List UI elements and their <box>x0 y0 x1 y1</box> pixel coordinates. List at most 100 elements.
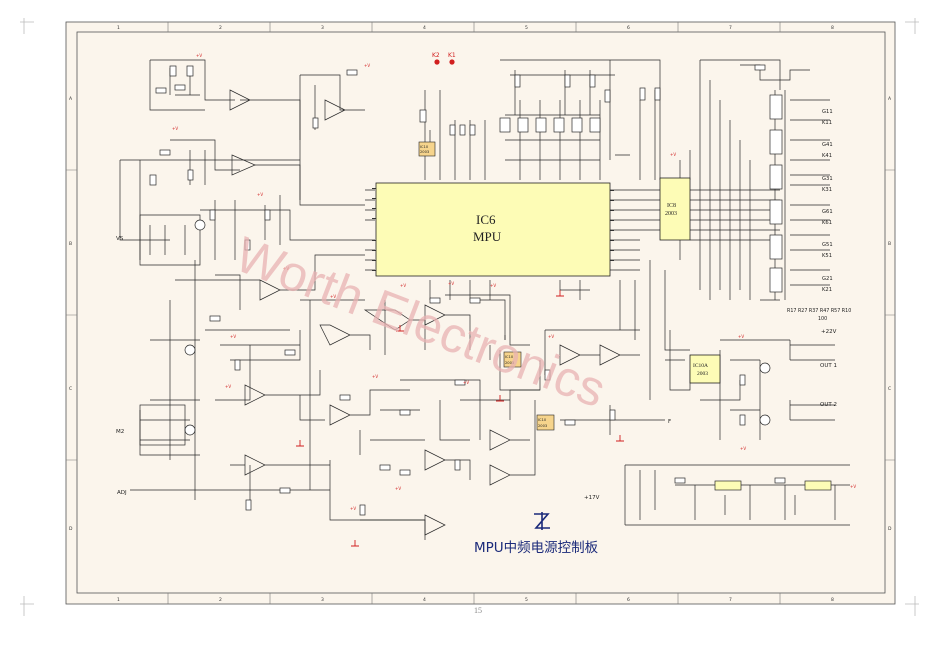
row-label: B <box>69 241 72 247</box>
crop-marks <box>20 18 919 616</box>
col-label: 7 <box>729 597 732 603</box>
ic10-top-label: IC10 <box>420 145 429 149</box>
svg-text:+V: +V <box>330 294 336 299</box>
k1-connector-icon <box>449 59 455 65</box>
ic10a-chip: IC10A 2003 <box>689 354 721 384</box>
k2-label: K2 <box>432 52 440 59</box>
col-label: 4 <box>423 597 426 603</box>
ic10a-sublabel: 2003 <box>697 371 708 377</box>
svg-text:+V: +V <box>283 266 289 271</box>
resistor-value: 100 <box>818 316 827 322</box>
ic10-chip-top: IC10 2003 <box>418 141 436 157</box>
ic6-pins <box>372 188 614 271</box>
ic6-label: IC6 <box>476 212 496 227</box>
gate-label: G51 <box>822 242 833 248</box>
ic8-sublabel: 2003 <box>665 211 677 217</box>
plus17v-label: +17V <box>584 495 600 501</box>
maker-logo <box>534 512 550 530</box>
ic8-label: IC8 <box>667 203 676 209</box>
svg-text:+V: +V <box>548 334 554 339</box>
gate-label: K41 <box>822 153 832 159</box>
svg-text:+V: +V <box>448 281 454 286</box>
col-label: 6 <box>627 25 630 31</box>
ic10-low-sublabel: 2003 <box>538 424 547 428</box>
col-label: 5 <box>525 597 528 603</box>
plus22v-label: +22V <box>821 329 837 335</box>
power-flags: +V +V +V +V +V +V +V +V +V +V +V +V +V +V +V +V +V +… <box>172 53 856 511</box>
board-title: MPU中频电源控制板 <box>474 540 599 556</box>
col-label: 5 <box>525 25 528 31</box>
svg-text:+V: +V <box>172 126 178 131</box>
col-label: 7 <box>729 25 732 31</box>
gate-label: G31 <box>822 176 833 182</box>
circuit-wiring <box>119 59 850 540</box>
gate-label: G21 <box>822 276 833 282</box>
vs-label: VS <box>116 236 124 242</box>
svg-text:+V: +V <box>230 334 236 339</box>
gate-label: K51 <box>822 253 832 259</box>
adj-label: ADJ <box>117 490 127 496</box>
col-label: 3 <box>321 25 324 31</box>
svg-text:+V: +V <box>257 192 263 197</box>
svg-text:+V: +V <box>350 506 356 511</box>
svg-text:+V: +V <box>490 283 496 288</box>
inner-frame <box>76 31 886 594</box>
row-label: A <box>888 96 892 102</box>
svg-text:+V: +V <box>400 283 406 288</box>
k1-label: K1 <box>448 52 456 59</box>
ic10-top-sublabel: 2003 <box>420 150 429 154</box>
svg-text:+V: +V <box>463 380 469 385</box>
out2-label: OUT 2 <box>820 402 837 408</box>
gate-label: G41 <box>822 142 833 148</box>
row-label: D <box>888 526 892 532</box>
svg-text:+V: +V <box>850 484 856 489</box>
gate-cathode-labels: G11 K11 G41 K41 G31 K31 G61 K61 G51 K51 … <box>822 109 833 293</box>
row-label: C <box>888 386 891 392</box>
row-label: D <box>69 526 73 532</box>
ic10-mid-label: IC10 <box>505 355 514 359</box>
row-label: C <box>69 386 72 392</box>
svg-text:+V: +V <box>372 374 378 379</box>
svg-text:+V: +V <box>395 486 401 491</box>
relay-labels: K2 K1 <box>432 52 456 59</box>
resistor-note: R17 R27 R37 R47 R57 R10 <box>787 308 851 314</box>
svg-text:+V: +V <box>738 334 744 339</box>
ic10-low-label: IC10 <box>538 418 547 422</box>
gate-label: G61 <box>822 209 833 215</box>
gate-label: K21 <box>822 287 832 293</box>
ic10-chip-low: IC10 2003 <box>536 414 555 431</box>
ic6-sublabel: MPU <box>473 229 502 244</box>
col-label: 8 <box>831 597 834 603</box>
col-label: 8 <box>831 25 834 31</box>
component-symbols <box>139 64 832 516</box>
col-label: 2 <box>219 597 222 603</box>
outer-frame <box>65 21 896 605</box>
col-label: 1 <box>117 597 120 603</box>
row-label: B <box>888 241 891 247</box>
gate-label: K31 <box>822 187 832 193</box>
row-label: A <box>69 96 73 102</box>
f-label: F <box>668 419 671 425</box>
col-label: 4 <box>423 25 426 31</box>
col-label: 1 <box>117 25 120 31</box>
svg-text:+V: +V <box>740 446 746 451</box>
ic10-mid-sublabel: 2003 <box>505 361 514 365</box>
out1-label: OUT 1 <box>820 363 837 369</box>
terminal-labels: VS M2 ADJ F OUT 1 OUT 2 +22V +17V R17 R2… <box>116 236 851 501</box>
ic10a-label: IC10A <box>693 363 708 369</box>
ic10-chip-mid: IC10 2003 <box>503 351 522 368</box>
gate-label: K11 <box>822 120 832 126</box>
svg-text:+V: +V <box>196 53 202 58</box>
svg-text:+V: +V <box>364 63 370 68</box>
k2-connector-icon <box>434 59 440 65</box>
frame-ticks <box>66 22 895 604</box>
col-label: 2 <box>219 25 222 31</box>
m2-label: M2 <box>116 429 124 435</box>
ic6-mpu: IC6 MPU <box>372 182 614 277</box>
page-number: 15 <box>474 606 482 615</box>
col-label: 6 <box>627 597 630 603</box>
ic8-chip: IC8 2003 <box>659 177 691 241</box>
col-label: 3 <box>321 597 324 603</box>
